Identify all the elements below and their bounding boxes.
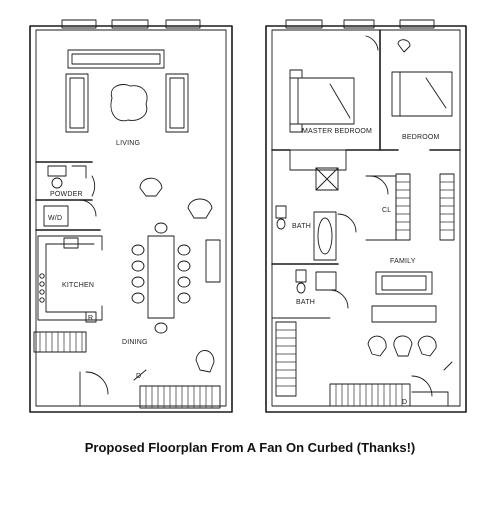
label-cl: CL — [382, 207, 391, 214]
windows-top-right — [285, 19, 435, 29]
lower-bath — [271, 269, 349, 397]
dining-table — [131, 222, 191, 334]
label-family: FAMILY — [390, 258, 416, 265]
kitchen — [37, 235, 103, 323]
living-furniture — [65, 49, 189, 133]
label-kitchen: KITCHEN — [62, 282, 94, 289]
mark-refrigerator: R — [88, 315, 93, 322]
label-bath-lower: BATH — [296, 299, 315, 306]
bedroom-bed — [391, 39, 453, 117]
master-bed — [289, 35, 379, 133]
label-master-bedroom: MASTER BEDROOM — [302, 128, 372, 135]
stair-lower-left — [33, 331, 87, 353]
armchairs-left — [139, 177, 221, 373]
label-bath-upper: BATH — [292, 223, 311, 230]
label-wd: W/D — [48, 215, 62, 222]
upper-bath — [271, 167, 357, 265]
label-dining: DINING — [122, 339, 148, 346]
figure-caption: Proposed Floorplan From A Fan On Curbed … — [84, 440, 416, 455]
washer-dryer — [43, 199, 97, 227]
entry-lower-left — [79, 369, 221, 409]
mark-down-right: D — [402, 399, 407, 406]
mark-down-left: D — [136, 373, 141, 380]
label-bedroom: BEDROOM — [402, 134, 440, 141]
closets — [289, 149, 455, 241]
windows-top-left — [61, 19, 201, 29]
stair-lower-right — [329, 361, 453, 407]
family-furniture — [367, 271, 437, 357]
lower-level-plan — [29, 19, 233, 413]
upper-level-plan — [265, 19, 467, 413]
label-powder: POWDER — [50, 191, 83, 198]
label-living: LIVING — [116, 140, 140, 147]
